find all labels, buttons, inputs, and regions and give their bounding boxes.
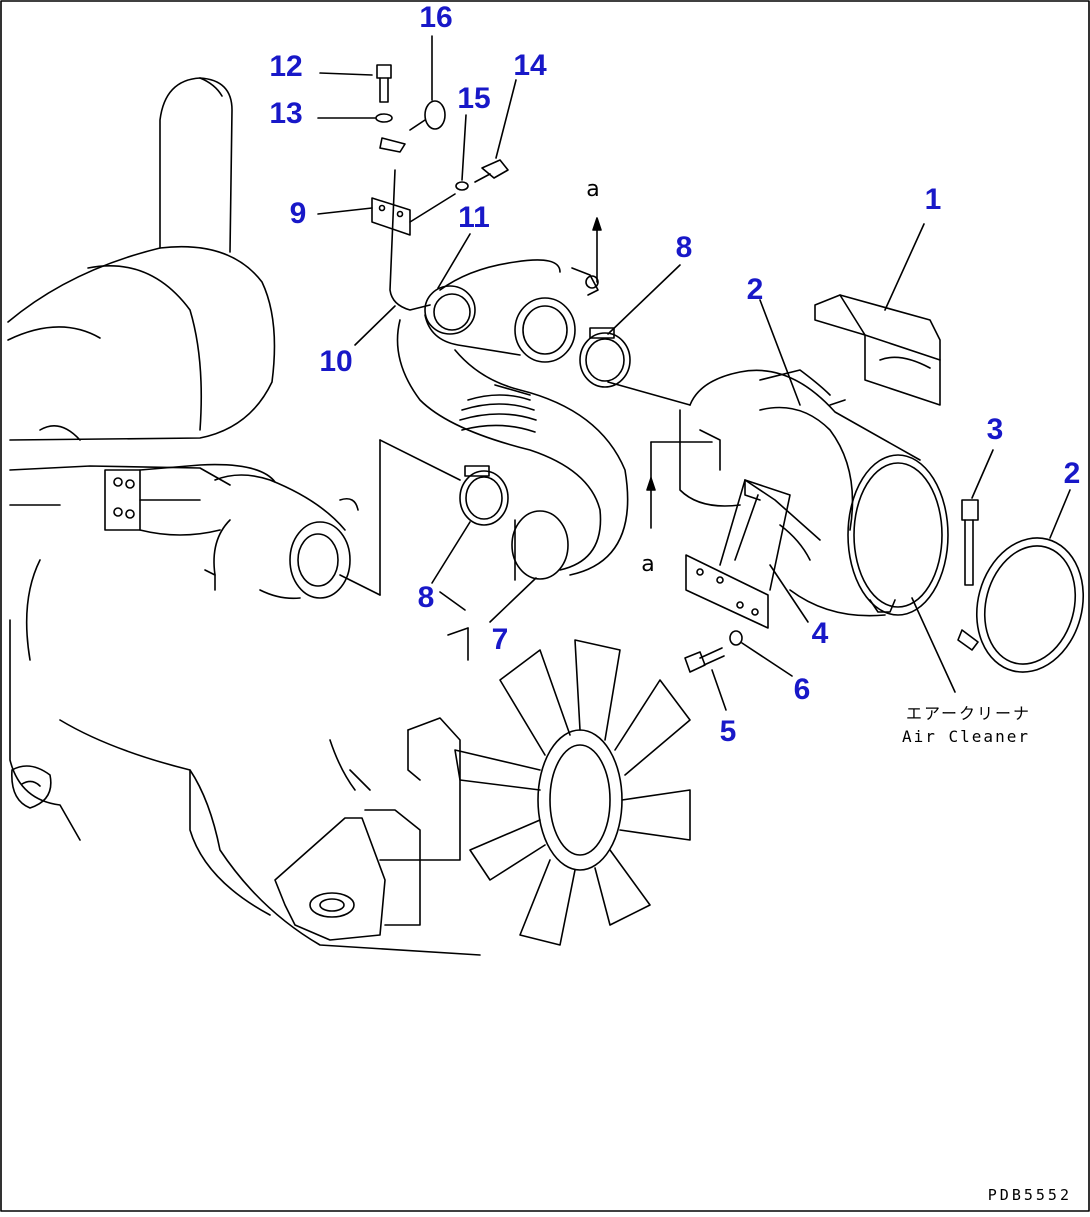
callout-15: 15 [457,82,491,115]
view-arrows [592,217,713,529]
callout-8-upper: 8 [675,231,693,264]
callout-10: 10 [319,345,353,378]
hose-clamp-upper [579,327,631,388]
hardware-top [375,64,509,191]
long-bolt [961,499,979,586]
turbocharger [204,474,359,600]
callout-13: 13 [269,97,303,130]
callout-1: 1 [924,183,942,216]
hose-clamp-lower [459,465,509,526]
indicator-tube [389,169,599,311]
view-marker-a-top: a [586,177,600,202]
callout-11: 11 [458,201,490,234]
callout-6: 6 [793,673,811,706]
cleaner-cap [814,294,941,406]
callout-7: 7 [491,623,509,656]
callout-5: 5 [719,715,737,748]
bolt-washer [684,630,743,673]
band-clamp [957,537,1085,673]
elbow-hose [424,259,576,363]
callout-2-cleaner: 2 [746,273,764,306]
muffler-bracket [104,463,276,536]
callout-2-band: 2 [1063,457,1081,490]
callout-3: 3 [986,413,1004,446]
callout-16: 16 [419,1,453,34]
leader-lines [317,35,1071,711]
callout-4: 4 [811,617,829,650]
mounting-bracket [685,479,791,629]
cooling-fan [454,639,691,946]
muffler-assembly [7,77,276,441]
air-cleaner-body [679,369,949,617]
callout-12: 12 [269,50,303,83]
engine-block [9,465,481,956]
caption-japanese: エアークリーナ [906,704,1032,723]
view-marker-a-mid: a [641,552,655,577]
caption-english: Air Cleaner [902,727,1030,746]
drawing-code: PDB5552 [987,1186,1072,1204]
callout-9: 9 [289,197,307,230]
intake-hose [396,319,629,581]
callout-14: 14 [513,49,547,82]
bracket-plate [371,197,411,236]
callout-8-lower: 8 [417,581,435,614]
